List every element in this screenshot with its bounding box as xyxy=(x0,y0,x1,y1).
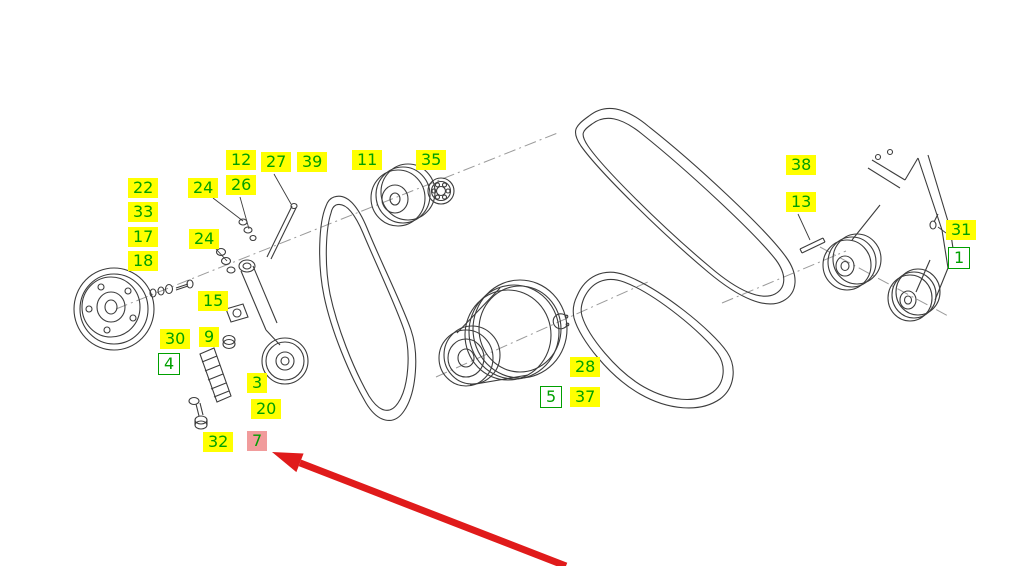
part-label-30-13: 30 xyxy=(160,329,191,349)
tensioner-arm xyxy=(222,259,309,385)
part-label-33-1: 33 xyxy=(128,202,159,222)
part-label-3-16: 3 xyxy=(247,373,268,393)
belt-37 xyxy=(572,271,734,409)
part-label-35-10: 35 xyxy=(416,150,447,170)
part-label-39-8: 39 xyxy=(297,152,328,172)
part-label-38-23: 38 xyxy=(786,155,817,175)
pulley-11 xyxy=(370,163,436,227)
part-label-37-22: 37 xyxy=(570,387,601,407)
part-label-27-7: 27 xyxy=(261,152,292,172)
pin-13 xyxy=(799,237,826,254)
part-label-17-2: 17 xyxy=(128,227,159,247)
part-label-12-5: 12 xyxy=(226,150,257,170)
circlip-28 xyxy=(552,313,570,330)
bearing-35 xyxy=(427,177,455,205)
belt-39 xyxy=(319,195,417,421)
part-label-11-9: 11 xyxy=(352,150,383,170)
left-pulley xyxy=(73,267,155,351)
part-label-5-20: 5 xyxy=(540,386,563,408)
leader-lines xyxy=(212,173,947,262)
part-label-28-21: 28 xyxy=(570,357,601,377)
hardware-washers-bolts xyxy=(149,279,194,298)
part-label-4-15: 4 xyxy=(158,353,181,375)
part-label-9-14: 9 xyxy=(199,327,220,347)
spring-and-bolt xyxy=(188,347,232,430)
part-label-24-11: 24 xyxy=(189,229,220,249)
part-label-31-25: 31 xyxy=(946,220,977,240)
part-label-18-3: 18 xyxy=(128,251,159,271)
part-label-24-4: 24 xyxy=(188,178,219,198)
part-label-22-0: 22 xyxy=(128,178,159,198)
main-pulley-assembly xyxy=(438,279,568,387)
part-label-1-26: 1 xyxy=(948,247,971,269)
part-label-7-19: 7 xyxy=(247,431,268,451)
part-label-13-24: 13 xyxy=(786,192,817,212)
part-label-32-18: 32 xyxy=(203,432,234,452)
part-label-26-6: 26 xyxy=(226,175,257,195)
belt-38 xyxy=(574,108,796,305)
part-label-20-17: 20 xyxy=(251,399,282,419)
right-bracket-assembly xyxy=(822,148,956,322)
part-label-15-12: 15 xyxy=(198,291,229,311)
